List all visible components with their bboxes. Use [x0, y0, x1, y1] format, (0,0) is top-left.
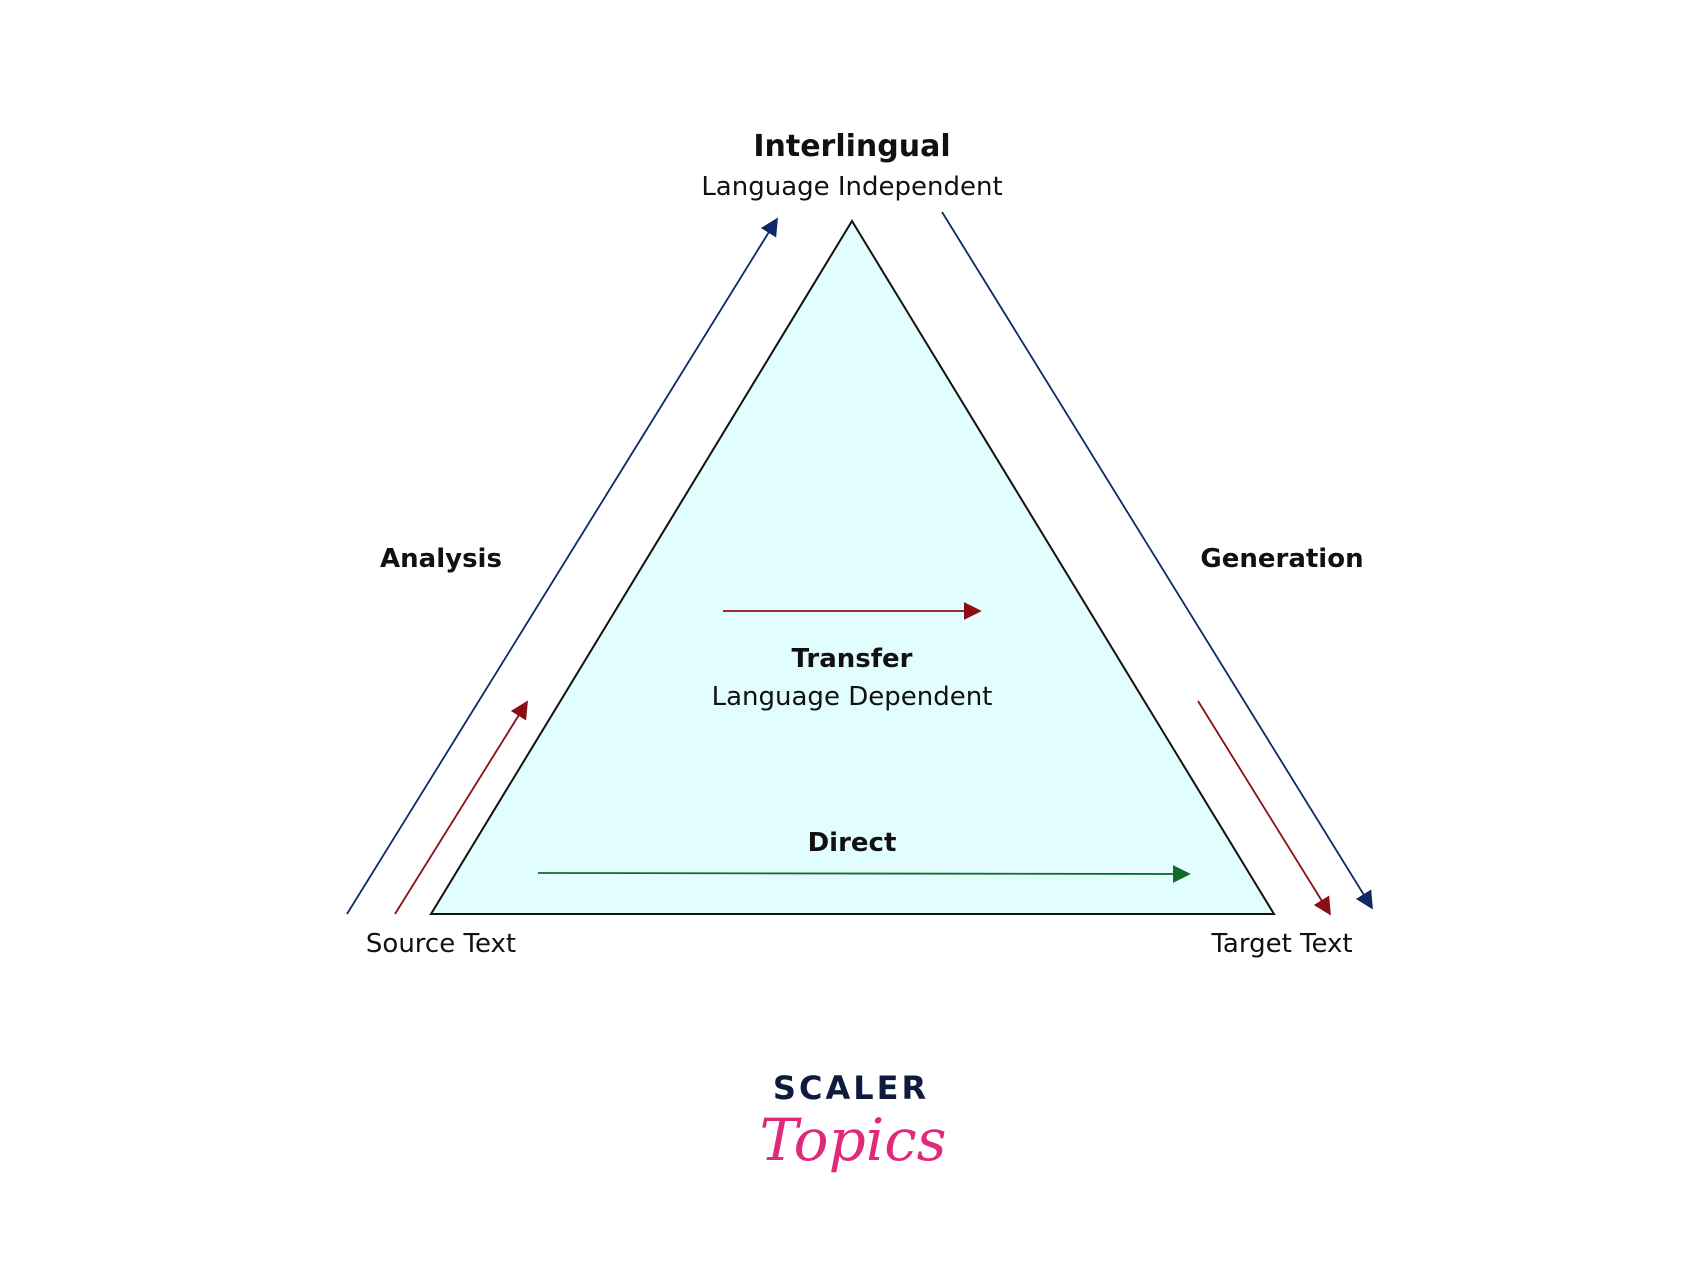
generation-interlingual-arrow [941, 211, 1373, 910]
analysis-transfer-arrow [394, 700, 528, 915]
direct-label: Direct [808, 828, 897, 858]
interlingual-subtitle: Language Independent [701, 172, 1002, 202]
generation-transfer-arrow [1197, 700, 1331, 916]
target-text-label: Target Text [1210, 929, 1352, 959]
transfer-subtitle: Language Dependent [712, 682, 993, 712]
source-text-label: Source Text [366, 929, 516, 959]
logo-scaler-text: SCALER [773, 1069, 929, 1107]
interlingual-title: Interlingual [753, 129, 950, 164]
logo-topics-text: Topics [759, 1106, 946, 1174]
transfer-title: Transfer [792, 644, 913, 674]
direct-arrow [537, 864, 1191, 883]
scaler-topics-logo: SCALER Topics [759, 1069, 946, 1174]
generation-label: Generation [1200, 544, 1363, 574]
analysis-interlingual-arrow [346, 217, 778, 915]
triangle-shape [429, 219, 1276, 915]
analysis-label: Analysis [380, 544, 502, 574]
